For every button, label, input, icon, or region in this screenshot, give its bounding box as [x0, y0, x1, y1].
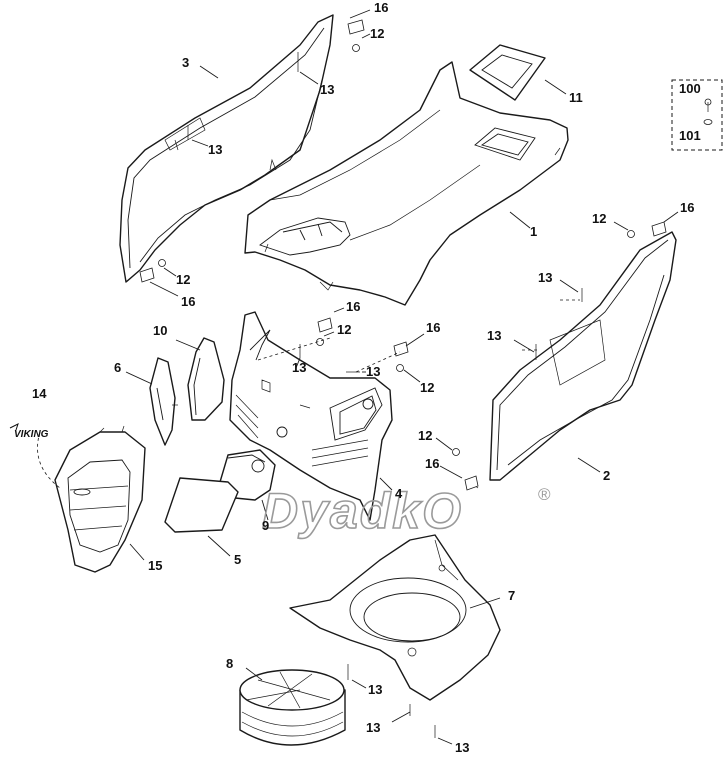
callout-1: 1 — [530, 224, 537, 239]
callout-10: 10 — [153, 323, 167, 338]
registered-mark: ® — [538, 485, 551, 504]
callout-6: 6 — [114, 360, 121, 375]
legend-box — [671, 79, 723, 151]
callout-13-f: 13 — [366, 364, 380, 379]
callout-15: 15 — [148, 558, 162, 573]
fasteners — [139, 19, 713, 738]
callout-101: 101 — [679, 128, 701, 143]
callout-16-d: 16 — [346, 299, 360, 314]
callout-13-h: 13 — [366, 720, 380, 735]
watermark: DyadkO — [262, 483, 463, 539]
part-5-lens — [164, 477, 239, 533]
callout-labels: 1 2 3 4 5 6 7 8 9 10 11 12 12 12 12 12 1… — [32, 0, 701, 755]
callout-8: 8 — [226, 656, 233, 671]
callout-100: 100 — [679, 81, 701, 96]
callout-14: 14 — [32, 386, 47, 401]
callout-4: 4 — [395, 486, 403, 501]
callout-12-c: 12 — [592, 211, 606, 226]
part-7-lower-shroud — [289, 534, 501, 701]
callout-13-c: 13 — [538, 270, 552, 285]
callout-5: 5 — [234, 552, 241, 567]
callout-16-b: 16 — [181, 294, 195, 309]
callout-13-b: 13 — [208, 142, 222, 157]
leader-lines — [37, 9, 679, 745]
callout-13-i: 13 — [455, 740, 469, 755]
callout-9: 9 — [262, 518, 269, 533]
callout-16-c: 16 — [680, 200, 694, 215]
callout-16-f: 16 — [425, 456, 439, 471]
callout-13-g: 13 — [368, 682, 382, 697]
callout-11: 11 — [569, 90, 583, 105]
callout-12-a: 12 — [370, 26, 384, 41]
part-8-fan-guard — [239, 669, 346, 746]
callout-12-f: 12 — [418, 428, 432, 443]
viking-logo-text: VIKING — [14, 429, 49, 440]
callout-16-a: 16 — [374, 0, 388, 15]
callout-13-e: 13 — [292, 360, 306, 375]
part-3-left-side-panel — [119, 14, 334, 283]
callout-12-e: 12 — [420, 380, 434, 395]
callout-2: 2 — [603, 468, 610, 483]
part-4-front-console — [229, 311, 393, 521]
part-10-bracket — [187, 337, 225, 421]
part-6-side-trim — [149, 357, 178, 446]
callout-16-e: 16 — [426, 320, 440, 335]
callout-7: 7 — [508, 588, 515, 603]
viking-logo: VIKING — [9, 423, 49, 440]
part-1-hood — [244, 61, 569, 306]
callout-13-a: 13 — [320, 82, 334, 97]
callout-3: 3 — [182, 55, 189, 70]
part-15-front-grille — [54, 425, 146, 573]
callout-12-d: 12 — [337, 322, 351, 337]
part-11-vent-frame — [469, 44, 546, 101]
callout-12-b: 12 — [176, 272, 190, 287]
part-2-right-side-panel — [469, 231, 677, 489]
callout-13-d: 13 — [487, 328, 501, 343]
